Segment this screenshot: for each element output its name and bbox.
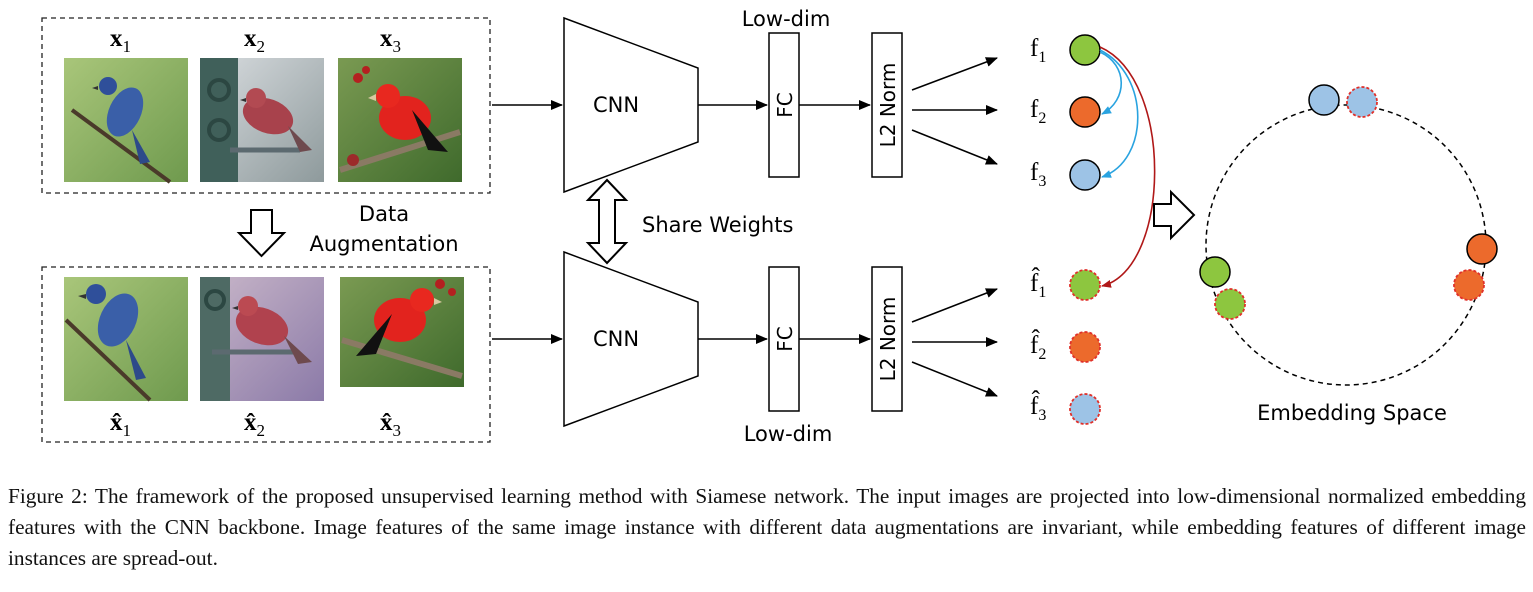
data-augmentation-label-2: Augmentation: [309, 232, 458, 256]
top-image-box: [41, 17, 491, 194]
cnn-block-bottom: [563, 250, 699, 428]
feature-label-f2-hat: f̂2: [1030, 329, 1046, 363]
fc-label-top: FC: [773, 92, 797, 117]
l2-norm-label-bottom: L2 Norm: [876, 297, 900, 382]
cnn-label-bottom: CNN: [593, 327, 639, 351]
embedding-node-blue: [1308, 84, 1340, 116]
scarlet-tanager-augmented-image: [340, 277, 464, 387]
label-x2-hat: x̂2: [244, 409, 265, 440]
feature-f2-hat-node: [1069, 331, 1101, 363]
pine-grosbeak-augmented-image: [200, 277, 324, 401]
feature-f1-hat-node: [1069, 269, 1101, 301]
down-arrow-icon: [236, 209, 287, 258]
embedding-node-green: [1199, 256, 1231, 288]
feature-f1-node: [1069, 34, 1101, 66]
embedding-space-label: Embedding Space: [1257, 401, 1447, 425]
framework-diagram: x1 x2 x3: [41, 7, 1498, 446]
l2-norm-block-bottom: [871, 266, 903, 412]
arrow-l2-to-f1: [911, 57, 998, 91]
feature-f2-node: [1069, 96, 1101, 128]
fc-label-bottom: FC: [773, 326, 797, 351]
embedding-node-blue-hat: [1346, 86, 1378, 118]
arrow-l2-to-f3-hat: [911, 361, 998, 397]
spread-out-arrow-f1-f3: [1099, 49, 1139, 178]
l2-norm-block-top: [871, 32, 903, 178]
data-augmentation-label-1: Data: [359, 202, 409, 226]
low-dim-label-bottom: Low-dim: [744, 422, 833, 446]
arrow-l2-to-f1-hat: [911, 288, 998, 323]
embedding-node-orange: [1466, 233, 1498, 265]
l2-norm-label-top: L2 Norm: [876, 63, 900, 148]
right-arrow-icon: [1153, 189, 1196, 241]
feature-label-f3: f3: [1030, 159, 1046, 190]
embedding-circle: [1205, 104, 1487, 386]
feature-f3-hat-node: [1069, 393, 1101, 425]
label-x1: x1: [110, 25, 131, 56]
feature-label-f3-hat: f̂3: [1030, 390, 1046, 424]
low-dim-label-top: Low-dim: [742, 7, 831, 31]
indigo-bunting-augmented-image: [64, 277, 188, 402]
pine-grosbeak-image: [200, 58, 324, 182]
embedding-node-green-hat: [1214, 288, 1246, 320]
bottom-image-box: [41, 266, 491, 443]
label-x1-hat: x̂1: [110, 409, 131, 440]
spread-out-arrow-f1-f2: [1099, 51, 1123, 115]
cnn-label-top: CNN: [593, 93, 639, 117]
cnn-block-top: [563, 16, 699, 194]
invariant-arrow-f1-f1-hat: [1099, 46, 1156, 288]
label-x2: x2: [244, 25, 265, 56]
feature-label-f2: f2: [1030, 96, 1046, 127]
feature-label-f1: f1: [1030, 35, 1046, 66]
label-x3: x3: [380, 25, 401, 56]
fc-block-bottom: [768, 266, 800, 412]
figure-caption: Figure 2: The framework of the proposed …: [8, 484, 1526, 570]
share-weights-label: Share Weights: [642, 213, 793, 237]
indigo-bunting-image: [64, 58, 188, 184]
arrow-l2-to-f3: [911, 129, 998, 165]
scarlet-tanager-image: [338, 58, 462, 182]
feature-f3-node: [1069, 159, 1101, 191]
feature-label-f1-hat: f̂1: [1030, 267, 1046, 301]
share-weights-arrow-icon: [585, 178, 629, 265]
fc-block-top: [768, 32, 800, 178]
label-x3-hat: x̂3: [380, 409, 401, 440]
embedding-node-orange-hat: [1453, 269, 1485, 301]
